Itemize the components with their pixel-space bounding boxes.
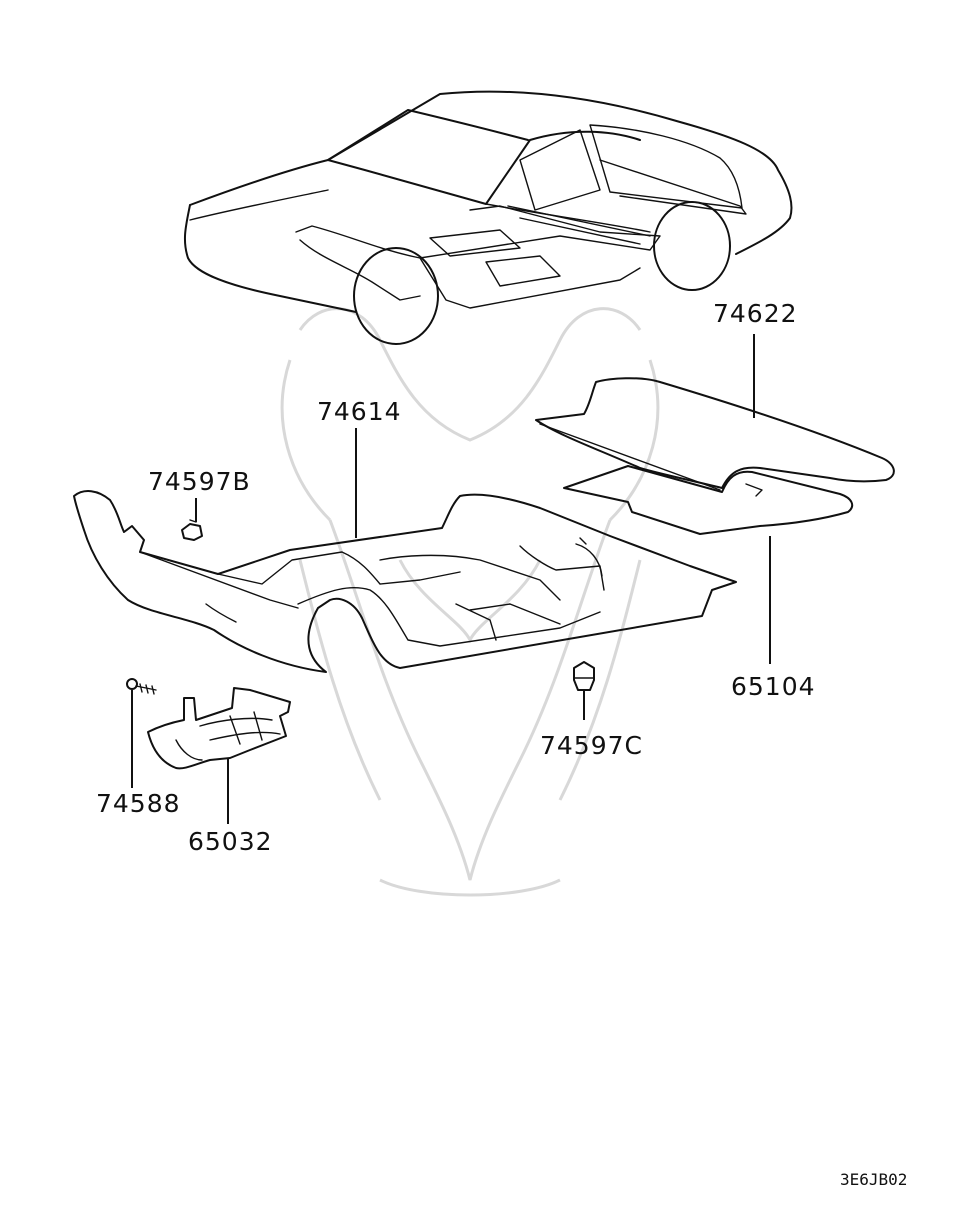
bracket-65032: [147, 687, 291, 770]
part-number-labels: 74622 74614 74597B 65104 74597C 74588 65…: [96, 299, 816, 856]
trunk-mat-74622: [535, 377, 895, 491]
trunk-mat-65104: [563, 465, 854, 535]
fastener-74597C: [573, 661, 595, 691]
floor-carpet-74614: [73, 490, 737, 673]
screw-74588: [126, 678, 157, 695]
part-number-74588: 74588: [96, 789, 181, 818]
part-number-74622: 74622: [713, 299, 798, 328]
leader-lines: [131, 334, 771, 824]
part-number-65104: 65104: [731, 672, 816, 701]
part-number-74597B: 74597B: [148, 467, 251, 496]
clip-74597B: [181, 519, 203, 541]
drawing-code: 3E6JB02: [840, 1170, 907, 1189]
car-body-outline: [183, 90, 793, 345]
part-number-74614: 74614: [317, 397, 402, 426]
part-number-65032: 65032: [188, 827, 273, 856]
part-number-74597C: 74597C: [540, 731, 643, 760]
